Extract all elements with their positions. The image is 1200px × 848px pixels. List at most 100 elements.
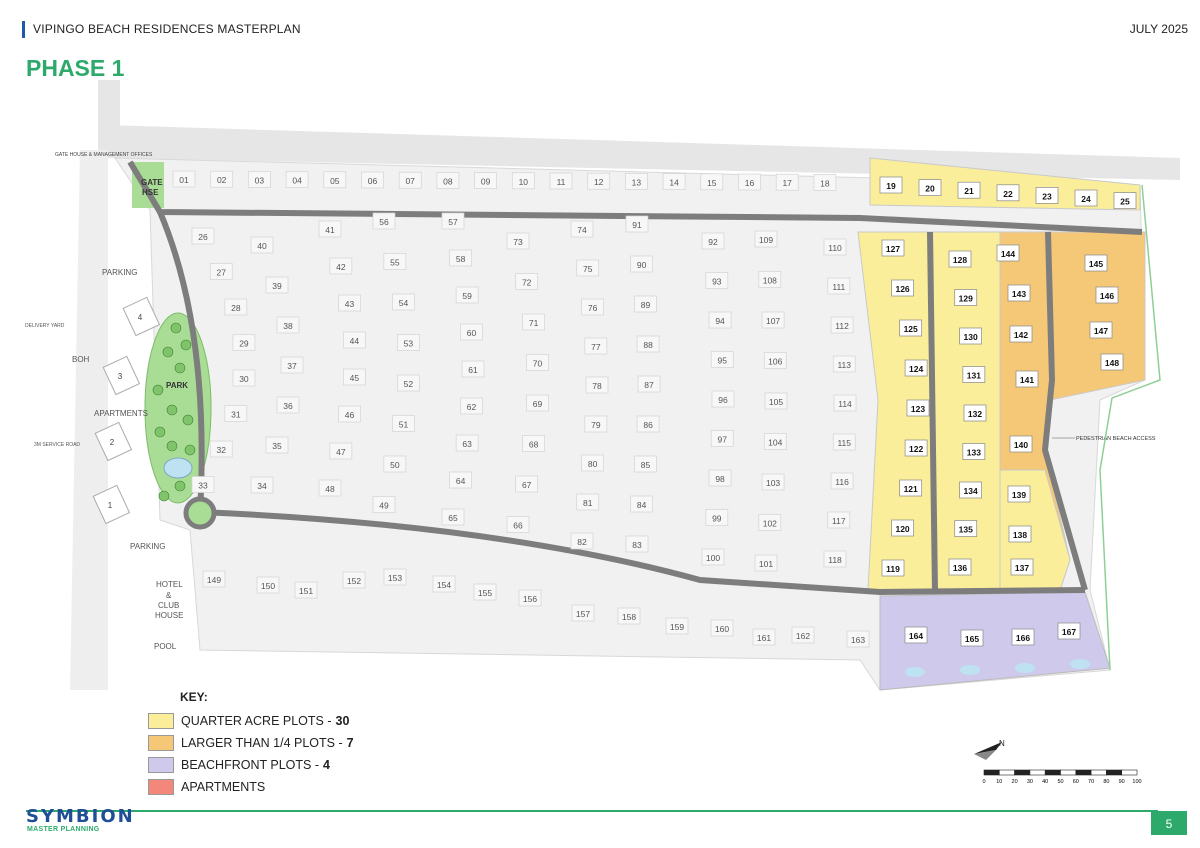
plot-114[interactable]: 114 (833, 394, 857, 412)
plot-127[interactable]: 127 (881, 239, 905, 257)
plot-95[interactable]: 95 (710, 351, 734, 368)
plot-83[interactable]: 83 (625, 535, 649, 553)
plot-164[interactable]: 164 (904, 626, 928, 644)
plot-137[interactable]: 137 (1010, 558, 1034, 576)
plot-77[interactable]: 77 (584, 337, 608, 355)
plot-91[interactable]: 91 (625, 215, 649, 233)
plot-160[interactable]: 160 (710, 619, 734, 637)
plot-141[interactable]: 141 (1015, 370, 1039, 388)
plot-124[interactable]: 124 (904, 359, 928, 377)
plot-12[interactable]: 12 (587, 172, 611, 190)
plot-47[interactable]: 47 (329, 442, 353, 460)
plot-152[interactable]: 152 (342, 571, 366, 589)
plot-62[interactable]: 62 (460, 397, 483, 415)
plot-105[interactable]: 105 (764, 392, 788, 410)
plot-119[interactable]: 119 (881, 559, 905, 577)
plot-13[interactable]: 13 (625, 173, 648, 190)
plot-16[interactable]: 16 (738, 173, 761, 191)
plot-49[interactable]: 49 (372, 496, 396, 513)
plot-143[interactable]: 143 (1007, 284, 1031, 302)
plot-14[interactable]: 14 (662, 173, 686, 190)
plot-154[interactable]: 154 (432, 575, 456, 593)
plot-146[interactable]: 146 (1095, 286, 1119, 304)
plot-04[interactable]: 04 (285, 171, 309, 188)
plot-165[interactable]: 165 (960, 629, 984, 647)
plot-100[interactable]: 100 (701, 548, 725, 566)
plot-66[interactable]: 66 (506, 516, 530, 533)
plot-56[interactable]: 56 (372, 212, 396, 230)
plot-92[interactable]: 92 (701, 232, 725, 250)
plot-52[interactable]: 52 (397, 374, 420, 392)
plot-09[interactable]: 09 (474, 172, 497, 189)
plot-35[interactable]: 35 (265, 436, 289, 454)
plot-82[interactable]: 82 (570, 532, 594, 550)
plot-134[interactable]: 134 (959, 481, 982, 499)
plot-76[interactable]: 76 (581, 298, 604, 316)
plot-15[interactable]: 15 (700, 173, 724, 191)
plot-126[interactable]: 126 (891, 279, 914, 297)
plot-10[interactable]: 10 (511, 172, 535, 190)
plot-25[interactable]: 25 (1113, 192, 1137, 209)
plot-109[interactable]: 109 (754, 230, 778, 248)
plot-30[interactable]: 30 (232, 369, 256, 387)
plot-33[interactable]: 33 (191, 476, 215, 493)
plot-103[interactable]: 103 (761, 473, 785, 491)
plot-133[interactable]: 133 (962, 443, 986, 460)
plot-06[interactable]: 06 (361, 171, 384, 189)
plot-05[interactable]: 05 (323, 171, 347, 189)
plot-156[interactable]: 156 (518, 589, 542, 607)
plot-41[interactable]: 41 (318, 220, 342, 238)
plot-163[interactable]: 163 (846, 630, 870, 648)
plot-104[interactable]: 104 (763, 433, 787, 450)
plot-51[interactable]: 51 (392, 415, 415, 432)
plot-19[interactable]: 19 (879, 176, 903, 194)
plot-121[interactable]: 121 (899, 479, 923, 497)
plot-102[interactable]: 102 (758, 514, 782, 531)
plot-24[interactable]: 24 (1074, 189, 1098, 207)
plot-44[interactable]: 44 (343, 331, 366, 349)
plot-89[interactable]: 89 (634, 295, 657, 313)
plot-99[interactable]: 99 (705, 509, 729, 526)
plot-21[interactable]: 21 (957, 181, 981, 199)
plot-151[interactable]: 151 (294, 581, 318, 599)
plot-64[interactable]: 64 (449, 471, 473, 489)
plot-161[interactable]: 161 (752, 628, 776, 646)
plot-23[interactable]: 23 (1035, 187, 1059, 204)
plot-29[interactable]: 29 (232, 334, 256, 351)
plot-150[interactable]: 150 (256, 576, 280, 594)
plot-117[interactable]: 117 (827, 511, 851, 529)
plot-67[interactable]: 67 (515, 475, 539, 493)
plot-125[interactable]: 125 (899, 319, 923, 337)
plot-43[interactable]: 43 (338, 294, 361, 312)
plot-36[interactable]: 36 (276, 396, 300, 414)
plot-90[interactable]: 90 (630, 255, 653, 273)
plot-28[interactable]: 28 (224, 298, 248, 316)
plot-101[interactable]: 101 (754, 554, 778, 572)
plot-129[interactable]: 129 (954, 289, 978, 306)
plot-97[interactable]: 97 (710, 430, 734, 447)
plot-07[interactable]: 07 (398, 171, 422, 189)
plot-139[interactable]: 139 (1007, 485, 1031, 503)
plot-70[interactable]: 70 (526, 354, 549, 371)
plot-69[interactable]: 69 (526, 394, 549, 412)
plot-03[interactable]: 03 (248, 171, 271, 188)
plot-157[interactable]: 157 (571, 604, 595, 622)
plot-01[interactable]: 01 (172, 170, 196, 188)
plot-20[interactable]: 20 (918, 179, 942, 196)
plot-166[interactable]: 166 (1011, 628, 1035, 646)
plot-108[interactable]: 108 (758, 271, 782, 288)
plot-116[interactable]: 116 (830, 472, 854, 490)
plot-78[interactable]: 78 (585, 376, 609, 394)
plot-94[interactable]: 94 (708, 311, 732, 329)
plot-138[interactable]: 138 (1008, 525, 1032, 543)
plot-53[interactable]: 53 (397, 334, 420, 351)
plot-02[interactable]: 02 (210, 170, 234, 188)
plot-71[interactable]: 71 (522, 313, 545, 331)
plot-61[interactable]: 61 (461, 360, 485, 378)
plot-22[interactable]: 22 (996, 184, 1020, 202)
plot-122[interactable]: 122 (904, 439, 928, 457)
plot-135[interactable]: 135 (954, 520, 978, 537)
plot-80[interactable]: 80 (581, 454, 604, 472)
plot-144[interactable]: 144 (996, 244, 1020, 262)
